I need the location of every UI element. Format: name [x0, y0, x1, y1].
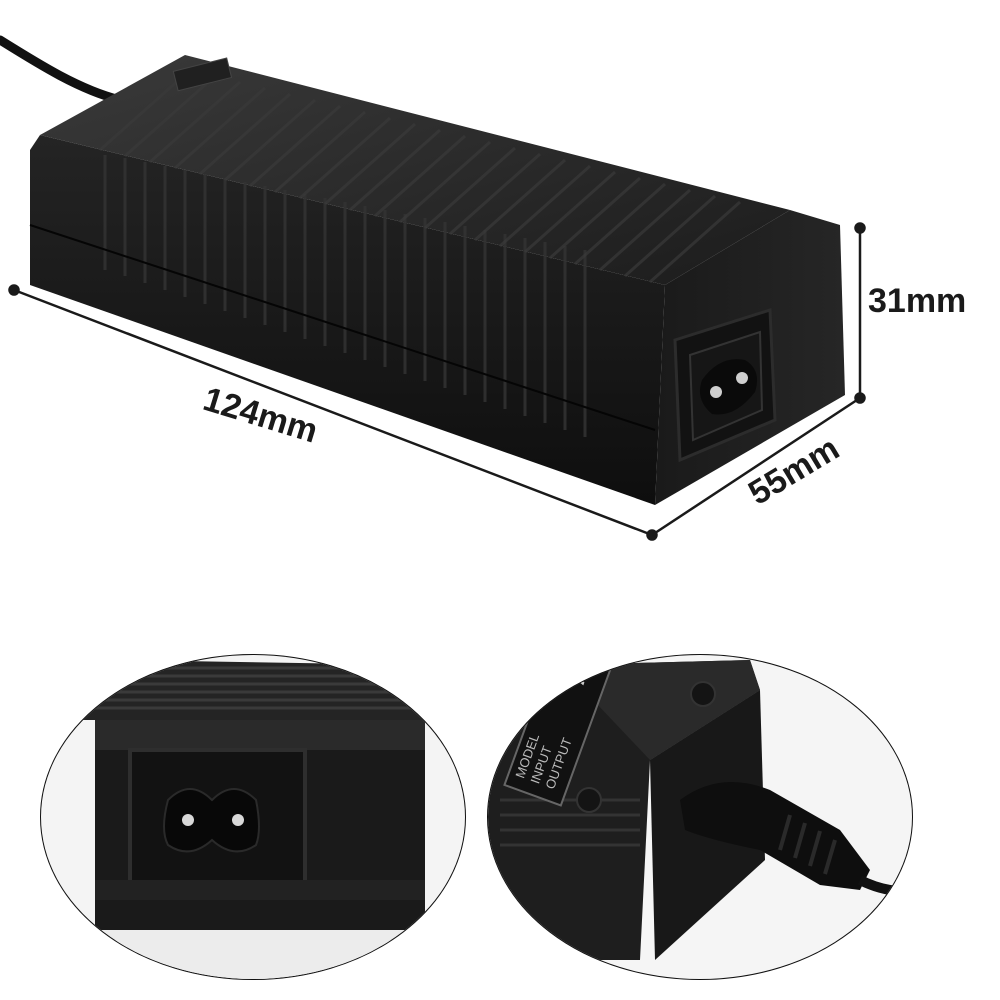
- inset-socket-closeup: [40, 654, 466, 980]
- c8-socket: [673, 307, 777, 463]
- dimension-lines: [8, 222, 866, 541]
- dc-cable: [0, 35, 125, 105]
- adapter-front-face: [30, 135, 665, 505]
- power-adapter: [0, 35, 845, 505]
- inset-plug-closeup: MODEL INPUT OUTPUT A: [487, 654, 913, 980]
- height-label: 31mm: [868, 282, 967, 320]
- c8-plug: [680, 782, 870, 890]
- width-dimension-line: [651, 396, 861, 537]
- adapter-top-face: [40, 55, 790, 285]
- top-label-plate: [172, 57, 233, 92]
- length-dimension-line: [13, 288, 653, 537]
